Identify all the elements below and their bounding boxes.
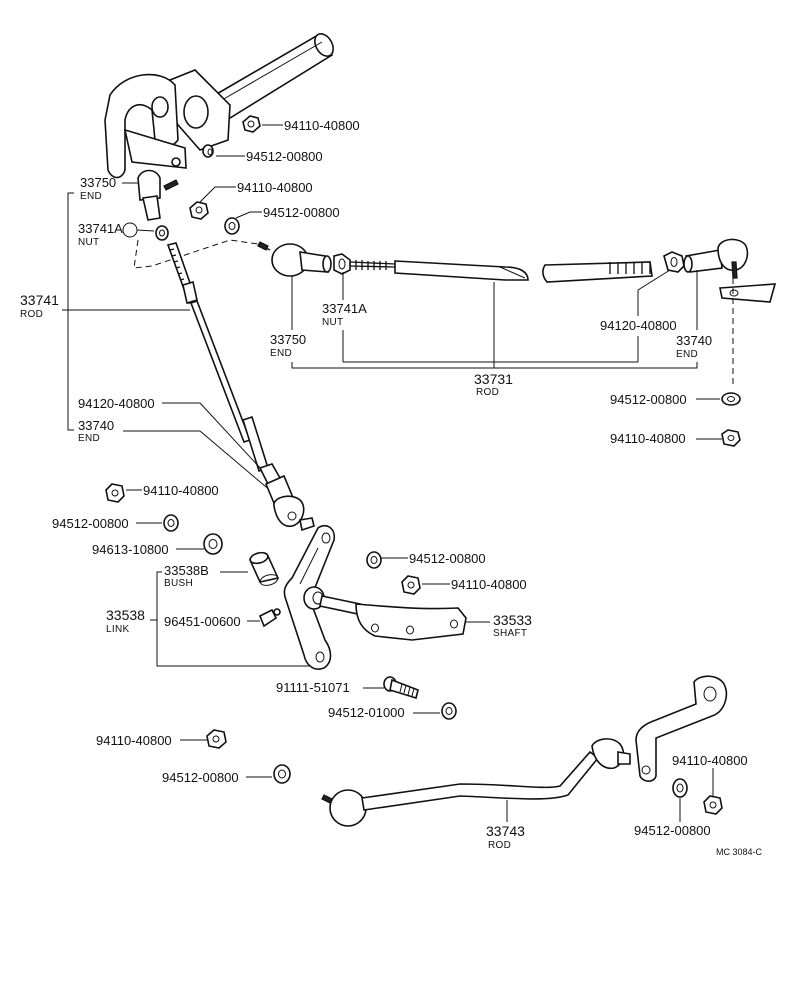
part-number: 94110-40800 xyxy=(237,180,313,195)
nut-icon xyxy=(401,575,421,595)
bracket-plate-icon xyxy=(719,283,777,303)
part-number: 33750 xyxy=(80,175,116,190)
part-description: END xyxy=(270,348,292,359)
part-number: 94110-40800 xyxy=(96,733,172,748)
rod-end-ball-joint-icon xyxy=(137,169,179,221)
nut-icon xyxy=(206,729,227,749)
washer-icon xyxy=(721,392,741,406)
part-number: 33740 xyxy=(78,418,114,433)
washer-icon xyxy=(273,764,291,784)
part-number: 94120-40800 xyxy=(78,396,155,411)
part-number: 33741A xyxy=(78,221,123,236)
shaft-33533 xyxy=(319,595,467,641)
column-bracket xyxy=(104,69,231,179)
nut-icon xyxy=(242,115,261,133)
part-description: END xyxy=(78,433,100,444)
part-number: 33538 xyxy=(106,607,145,623)
part-number: 94512-00800 xyxy=(610,392,687,407)
nut-icon xyxy=(155,225,169,241)
part-description: ROD xyxy=(488,840,511,851)
reference-code: MC 3084-C xyxy=(716,847,763,857)
part-number: 94512-00800 xyxy=(52,516,129,531)
part-number: 94512-00800 xyxy=(263,205,340,220)
grease-fitting-icon xyxy=(258,608,281,628)
part-description: NUT xyxy=(78,237,99,248)
link-arm-33538 xyxy=(283,524,336,670)
part-number: 94110-40800 xyxy=(143,483,219,498)
part-number: 94110-40800 xyxy=(284,118,360,133)
washer-icon xyxy=(441,702,457,720)
washer-icon xyxy=(163,514,179,532)
rod-33731 xyxy=(257,238,749,283)
part-number: 94512-01000 xyxy=(328,705,405,720)
part-number: 94110-40800 xyxy=(610,431,686,446)
part-number: 33743 xyxy=(486,823,525,839)
part-description: END xyxy=(80,191,102,202)
bush-icon xyxy=(248,551,280,586)
part-number: 33741 xyxy=(20,292,59,308)
part-number: 33533 xyxy=(493,612,532,628)
washer-icon xyxy=(224,217,240,235)
part-description: LINK xyxy=(106,624,129,635)
part-number: 33741A xyxy=(322,301,367,316)
rod-33741 xyxy=(166,242,269,473)
nut-icon xyxy=(189,201,209,220)
part-number: 94110-40800 xyxy=(672,753,748,768)
nut-icon xyxy=(105,483,125,503)
nut-icon xyxy=(703,795,723,815)
part-number: 33750 xyxy=(270,332,306,347)
part-number: 91111-51071 xyxy=(276,680,350,695)
nut-icon xyxy=(721,429,741,447)
part-description: ROD xyxy=(476,387,499,398)
part-number: 94512-00800 xyxy=(162,770,239,785)
washer-icon xyxy=(202,144,214,158)
part-description: ROD xyxy=(20,309,43,320)
part-description: NUT xyxy=(322,317,343,328)
part-number: 94110-40800 xyxy=(451,577,527,592)
washer-icon xyxy=(672,778,688,798)
part-description: SHAFT xyxy=(493,628,527,639)
steering-column-shaft xyxy=(213,33,334,120)
part-number: 94613-10800 xyxy=(92,542,169,557)
part-number: 33740 xyxy=(676,333,712,348)
rod-33743 xyxy=(321,738,631,827)
part-description: END xyxy=(676,349,698,360)
washer-icon xyxy=(203,533,223,555)
part-number: 96451-00600 xyxy=(164,614,241,629)
part-number: 94120-40800 xyxy=(600,318,677,333)
part-description: BUSH xyxy=(164,578,193,589)
part-number: 33731 xyxy=(474,371,513,387)
part-number: 33538B xyxy=(164,563,209,578)
part-number: 94512-00800 xyxy=(409,551,486,566)
part-number: 94512-00800 xyxy=(634,823,711,838)
rod-end-ball-joint-icon xyxy=(258,463,315,532)
washer-icon xyxy=(366,551,382,569)
bolt-icon xyxy=(383,676,419,700)
part-number: 94512-00800 xyxy=(246,149,323,164)
lever-arm-icon xyxy=(635,675,728,782)
